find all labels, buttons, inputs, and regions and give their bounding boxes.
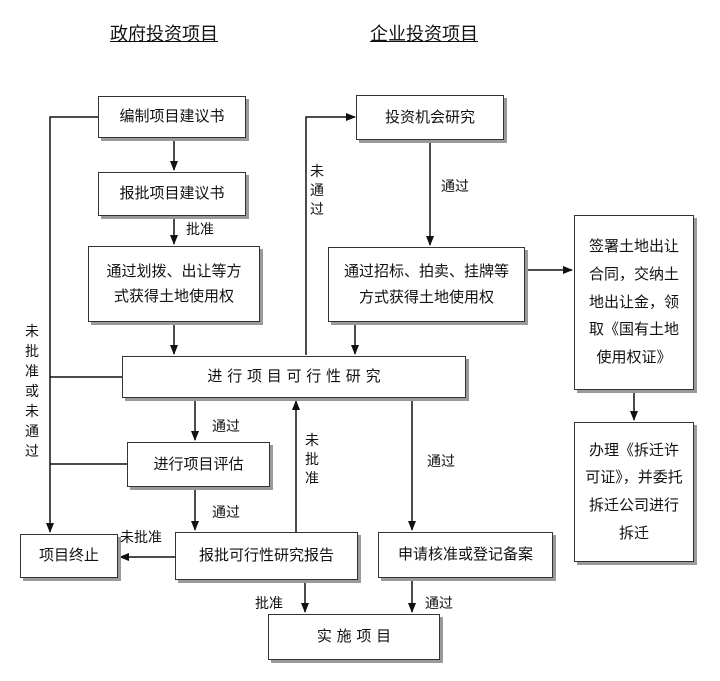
arrow-feas-e1 <box>305 113 356 355</box>
box-gov-land-line1: 通过划拨、出让等方 <box>106 261 242 280</box>
box-feasibility-report: 报批可行性研究报告 <box>175 532 358 580</box>
label-passed-ent: 通过 <box>441 179 469 195</box>
label-not-approved-left: 未批准 <box>120 530 162 546</box>
box-demo-line2: 可证》，并委托 <box>585 468 683 487</box>
box-demo-line3: 拆迁公司进行 <box>588 496 679 514</box>
header-enterprise: 企业投资项目 <box>370 24 478 45</box>
label-left-vertical: 未批准或未通过 <box>25 324 39 460</box>
box-gov-land-line2: 式获得土地使用权 <box>113 287 234 305</box>
label-passed-report: 通过 <box>212 505 240 521</box>
box-ent-land-line1: 通过招标、拍卖、挂牌等 <box>343 262 509 280</box>
box-investment-research-text: 投资机会研究 <box>384 107 475 126</box>
box-demo-line4: 拆迁 <box>618 523 649 542</box>
box-compile-proposal: 编制项目建议书 <box>98 96 246 138</box>
box-ent-land: 通过招标、拍卖、挂牌等 方式获得土地使用权 <box>328 247 525 322</box>
box-sign-line4: 取《国有土地 <box>588 320 679 339</box>
label-approved-bottom: 批准 <box>255 596 283 612</box>
box-demo-line1: 办理《拆迁许 <box>588 440 679 459</box>
box-gov-land: 通过划拨、出让等方 式获得土地使用权 <box>88 246 260 322</box>
box-sign-line5: 使用权证》 <box>596 348 672 367</box>
box-sign-land-contract: 签署土地出让 合同，交纳土 地出让金，领 取《国有土地 使用权证》 <box>574 215 694 390</box>
box-sign-line1: 签署土地出让 <box>588 237 679 256</box>
label-approved-1: 批准 <box>186 222 214 238</box>
box-feasibility-report-text: 报批可行性研究报告 <box>198 546 334 565</box>
box-project-terminate-text: 项目终止 <box>38 546 99 565</box>
box-sign-line2: 合同，交纳土 <box>588 264 679 283</box>
box-project-evaluation-text: 进行项目评估 <box>153 454 244 473</box>
label-passed-eval: 通过 <box>212 419 240 435</box>
box-feasibility-study: 进 行 项 目 可 行 性 研 究 <box>122 356 466 398</box>
box-implement-project-text: 实 施 项 目 <box>316 627 392 646</box>
box-ent-land-line2: 方式获得土地使用权 <box>358 287 494 306</box>
box-implement-project: 实 施 项 目 <box>268 614 440 660</box>
box-compile-proposal-text: 编制项目建议书 <box>119 107 225 126</box>
box-investment-research: 投资机会研究 <box>356 95 504 140</box>
label-passed-bottom: 通过 <box>425 596 453 612</box>
label-not-approved-vertical: 未批准 <box>305 433 319 487</box>
arrow-left-loop <box>46 116 98 533</box>
box-submit-proposal-text: 报批项目建议书 <box>119 184 225 203</box>
box-demolition-permit: 办理《拆迁许 可证》，并委托 拆迁公司进行 拆迁 <box>574 422 694 562</box>
box-apply-approval-text: 申请核准或登记备案 <box>397 545 533 564</box>
box-submit-proposal: 报批项目建议书 <box>98 172 246 216</box>
header-government: 政府投资项目 <box>110 24 218 45</box>
box-project-evaluation: 进行项目评估 <box>127 442 270 487</box>
label-passed-apply: 通过 <box>427 454 455 470</box>
box-feasibility-study-text: 进 行 项 目 可 行 性 研 究 <box>207 367 381 386</box>
box-apply-approval: 申请核准或登记备案 <box>378 532 553 578</box>
box-sign-line3: 地出让金，领 <box>588 292 679 311</box>
box-project-terminate: 项目终止 <box>20 534 118 578</box>
label-not-passed-vertical: 未通过 <box>310 164 324 218</box>
